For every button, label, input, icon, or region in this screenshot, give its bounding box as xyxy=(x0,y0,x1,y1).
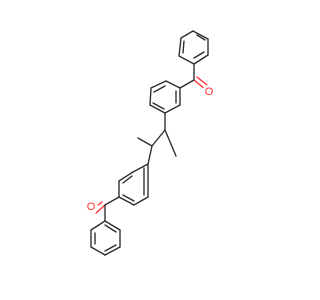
bottom-phenyl-ring xyxy=(90,220,121,256)
bond xyxy=(122,194,135,202)
molecule-canvas: O O xyxy=(84,30,216,256)
bond xyxy=(104,224,117,233)
bond xyxy=(178,55,195,65)
central-butane-chain xyxy=(137,112,177,165)
bond xyxy=(151,129,166,147)
bond xyxy=(165,80,181,89)
oxygen-bond xyxy=(193,79,206,90)
bond xyxy=(196,34,206,41)
oxygen-label-top: O xyxy=(205,86,214,98)
bond xyxy=(122,175,133,184)
bond xyxy=(193,54,209,65)
bond xyxy=(118,196,135,206)
bond xyxy=(179,79,195,89)
bond xyxy=(164,129,177,157)
bond xyxy=(90,220,106,231)
bond xyxy=(192,30,209,40)
bond xyxy=(132,163,149,173)
bond xyxy=(178,37,182,57)
oxygen-bond xyxy=(196,76,208,86)
bond xyxy=(104,196,120,206)
bond xyxy=(149,87,152,106)
bond xyxy=(133,196,149,206)
upper-central-ring xyxy=(149,80,181,114)
oxygen-atom-top: O xyxy=(202,85,216,99)
bond xyxy=(153,85,166,93)
oxygen-atom-bottom: O xyxy=(84,200,98,214)
bond xyxy=(182,40,185,54)
bond xyxy=(149,104,166,114)
top-phenyl-ring xyxy=(178,30,209,65)
bond xyxy=(152,102,165,110)
bond xyxy=(164,104,181,114)
top-carbonyl xyxy=(179,63,208,90)
lower-central-ring xyxy=(118,163,149,206)
bond xyxy=(104,220,121,231)
bond xyxy=(118,171,134,182)
bond xyxy=(90,246,106,256)
bond xyxy=(104,246,121,256)
bond xyxy=(193,51,205,59)
bond xyxy=(137,137,153,147)
bond xyxy=(150,80,167,89)
oxygen-bond xyxy=(95,204,106,214)
bond xyxy=(104,244,117,252)
bond xyxy=(147,145,153,165)
oxygen-label-bottom: O xyxy=(87,201,96,213)
bond xyxy=(180,30,194,39)
molecule-diagram: O O xyxy=(84,30,216,256)
